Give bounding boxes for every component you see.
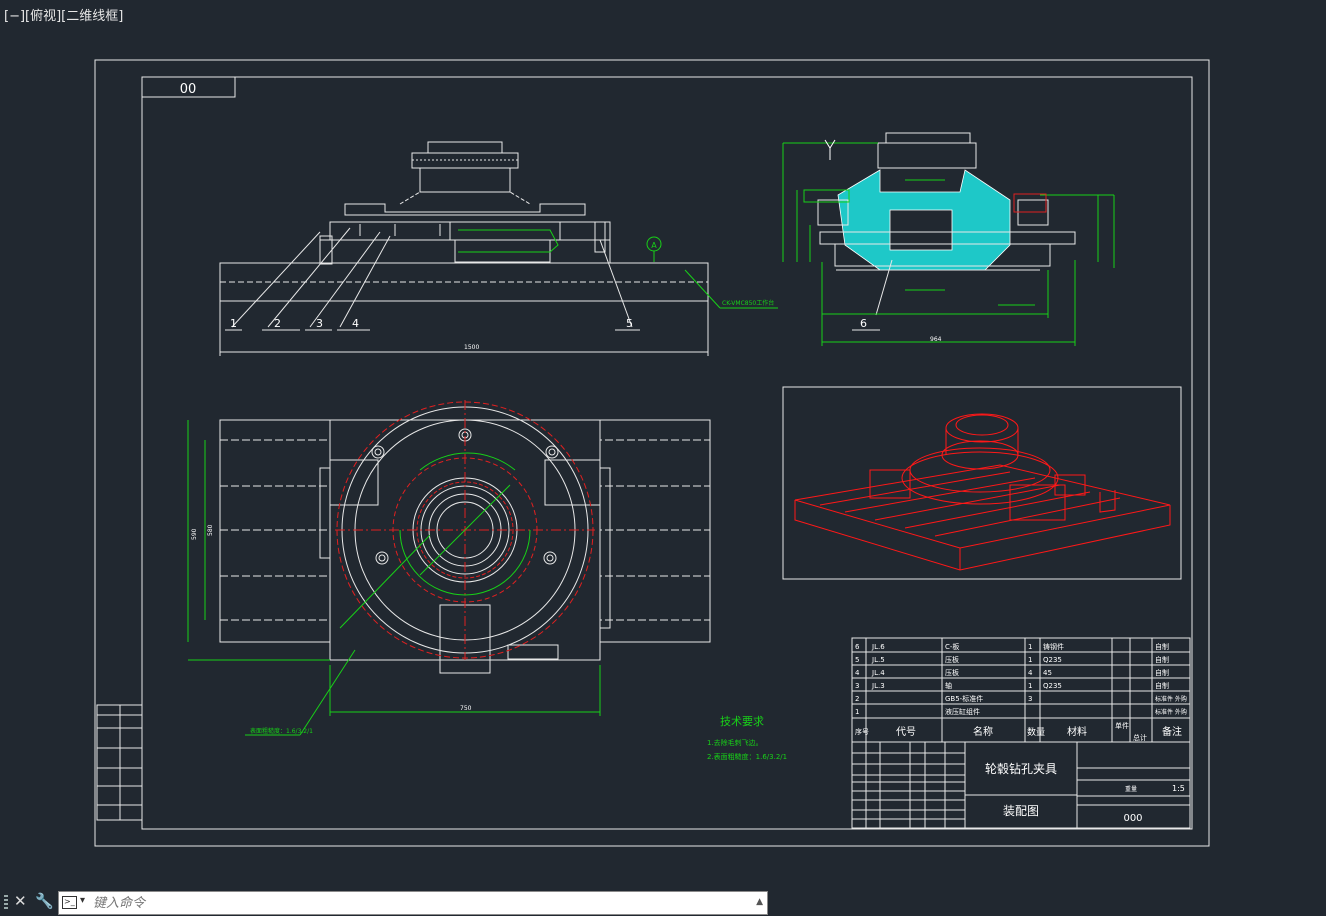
svg-text:液压缸组件: 液压缸组件 [945, 707, 980, 716]
roughness-note: 表面粗糙度：1.6/3.2/1 [250, 727, 313, 735]
datum-label: A [651, 241, 657, 250]
svg-text:45: 45 [1043, 669, 1052, 677]
drawing-subtitle: 装配图 [1003, 804, 1039, 818]
balloon-labels: 1 2 3 4 5 6 [230, 317, 867, 330]
svg-text:C-板: C-板 [945, 642, 959, 651]
svg-text:Q235: Q235 [1043, 682, 1062, 690]
iso-view [782, 386, 1182, 580]
svg-text:序号: 序号 [855, 727, 869, 736]
sheet-inner-border [141, 76, 1193, 830]
dim-section-width: 964 [930, 336, 942, 343]
front-view [219, 141, 709, 356]
bom-table [851, 637, 1191, 743]
side-section-view: 964 [782, 132, 1115, 346]
svg-text:自制: 自制 [1155, 655, 1169, 664]
svg-text:材料: 材料 [1067, 725, 1087, 738]
sheet-outer-border [94, 59, 1210, 847]
leader-note-workbench: CK-VMC850工作台 [722, 299, 774, 307]
svg-text:6: 6 [855, 643, 860, 651]
command-input-box[interactable]: >_ ▾ ▲ [58, 891, 768, 915]
command-input[interactable] [93, 894, 733, 912]
svg-text:JL.3: JL.3 [871, 682, 885, 690]
svg-text:标准件 外购: 标准件 外购 [1155, 708, 1187, 716]
command-bar: ✕ 🔧 >_ ▾ ▲ [0, 889, 1326, 916]
svg-text:4: 4 [1028, 669, 1033, 677]
svg-text:3: 3 [855, 682, 859, 690]
svg-text:1: 1 [1028, 656, 1032, 664]
plan-view: 表面粗糙度：1.6/3.2/1 590 580 750 [187, 400, 711, 736]
svg-text:5: 5 [855, 656, 859, 664]
svg-text:总计: 总计 [1133, 733, 1147, 742]
front-view-colored: A CK-VMC850工作台 1500 [458, 229, 778, 351]
svg-text:2: 2 [274, 317, 281, 330]
svg-text:压板: 压板 [945, 655, 959, 664]
svg-text:轴: 轴 [945, 681, 952, 690]
dim-plan-height: 590 [191, 528, 198, 540]
svg-text:标准件 外购: 标准件 外购 [1155, 695, 1187, 703]
svg-text:压板: 压板 [945, 668, 959, 677]
bom-header: 序号 代号 名称 数量 材料 单件 总计 备注 [855, 721, 1182, 742]
svg-text:铸钢件: 铸钢件 [1043, 642, 1064, 651]
svg-text:3: 3 [1028, 695, 1032, 703]
svg-text:自制: 自制 [1155, 681, 1169, 690]
svg-text:JL.5: JL.5 [871, 656, 885, 664]
tech-requirements: 技术要求 1.去除毛刺飞边。 2.表面粗糙度：1.6/3.2/1 [707, 715, 787, 761]
command-prompt-icon[interactable]: >_ [62, 896, 77, 909]
svg-text:自制: 自制 [1155, 668, 1169, 677]
tag-box [141, 76, 236, 98]
weight-label: 重量 [1125, 785, 1137, 793]
svg-text:名称: 名称 [973, 725, 993, 738]
svg-text:代号: 代号 [896, 726, 916, 738]
chevron-down-icon[interactable]: ▾ [80, 895, 86, 906]
svg-text:JL.6: JL.6 [871, 643, 885, 651]
svg-text:备注: 备注 [1162, 725, 1182, 738]
svg-text:1: 1 [855, 708, 859, 716]
svg-text:Q235: Q235 [1043, 656, 1062, 664]
drawing-number: 000 [1123, 813, 1142, 824]
tag-box-text: 00 [180, 82, 197, 97]
dim-plan-width: 750 [460, 705, 472, 712]
title-block [851, 741, 1191, 829]
svg-text:3: 3 [316, 317, 323, 330]
svg-text:自制: 自制 [1155, 642, 1169, 651]
svg-text:GB5-标准件: GB5-标准件 [945, 694, 983, 703]
tech-req-heading: 技术要求 [720, 715, 764, 728]
close-icon[interactable]: ✕ [14, 892, 27, 910]
svg-text:4: 4 [855, 669, 860, 677]
tech-req-item-1: 1.去除毛刺飞边。 [707, 738, 763, 747]
svg-text:2: 2 [855, 695, 859, 703]
viewport-controls-label[interactable]: [−][俯视][二维线框] [4, 9, 124, 24]
wrench-icon[interactable]: 🔧 [35, 892, 54, 910]
drawing-title: 轮毂钻孔夹具 [985, 761, 1057, 776]
svg-text:4: 4 [352, 317, 359, 330]
svg-text:单件: 单件 [1115, 721, 1129, 730]
drawing-scale: 1:5 [1172, 784, 1185, 793]
drag-handle-icon[interactable] [4, 895, 8, 911]
svg-text:JL.4: JL.4 [871, 669, 885, 677]
dim-plan-inner: 580 [207, 524, 214, 536]
svg-text:数量: 数量 [1027, 726, 1045, 738]
title-block-text: 轮毂钻孔夹具 装配图 000 1:5 重量 [985, 761, 1185, 824]
svg-text:5: 5 [626, 317, 633, 330]
tech-req-item-2: 2.表面粗糙度：1.6/3.2/1 [707, 752, 787, 761]
chevron-up-icon[interactable]: ▲ [756, 897, 763, 907]
left-strip-table [96, 704, 143, 821]
svg-text:1: 1 [1028, 682, 1032, 690]
dim-overall-length: 1500 [464, 344, 479, 351]
svg-text:6: 6 [860, 317, 867, 330]
svg-text:1: 1 [230, 317, 237, 330]
svg-text:1: 1 [1028, 643, 1032, 651]
